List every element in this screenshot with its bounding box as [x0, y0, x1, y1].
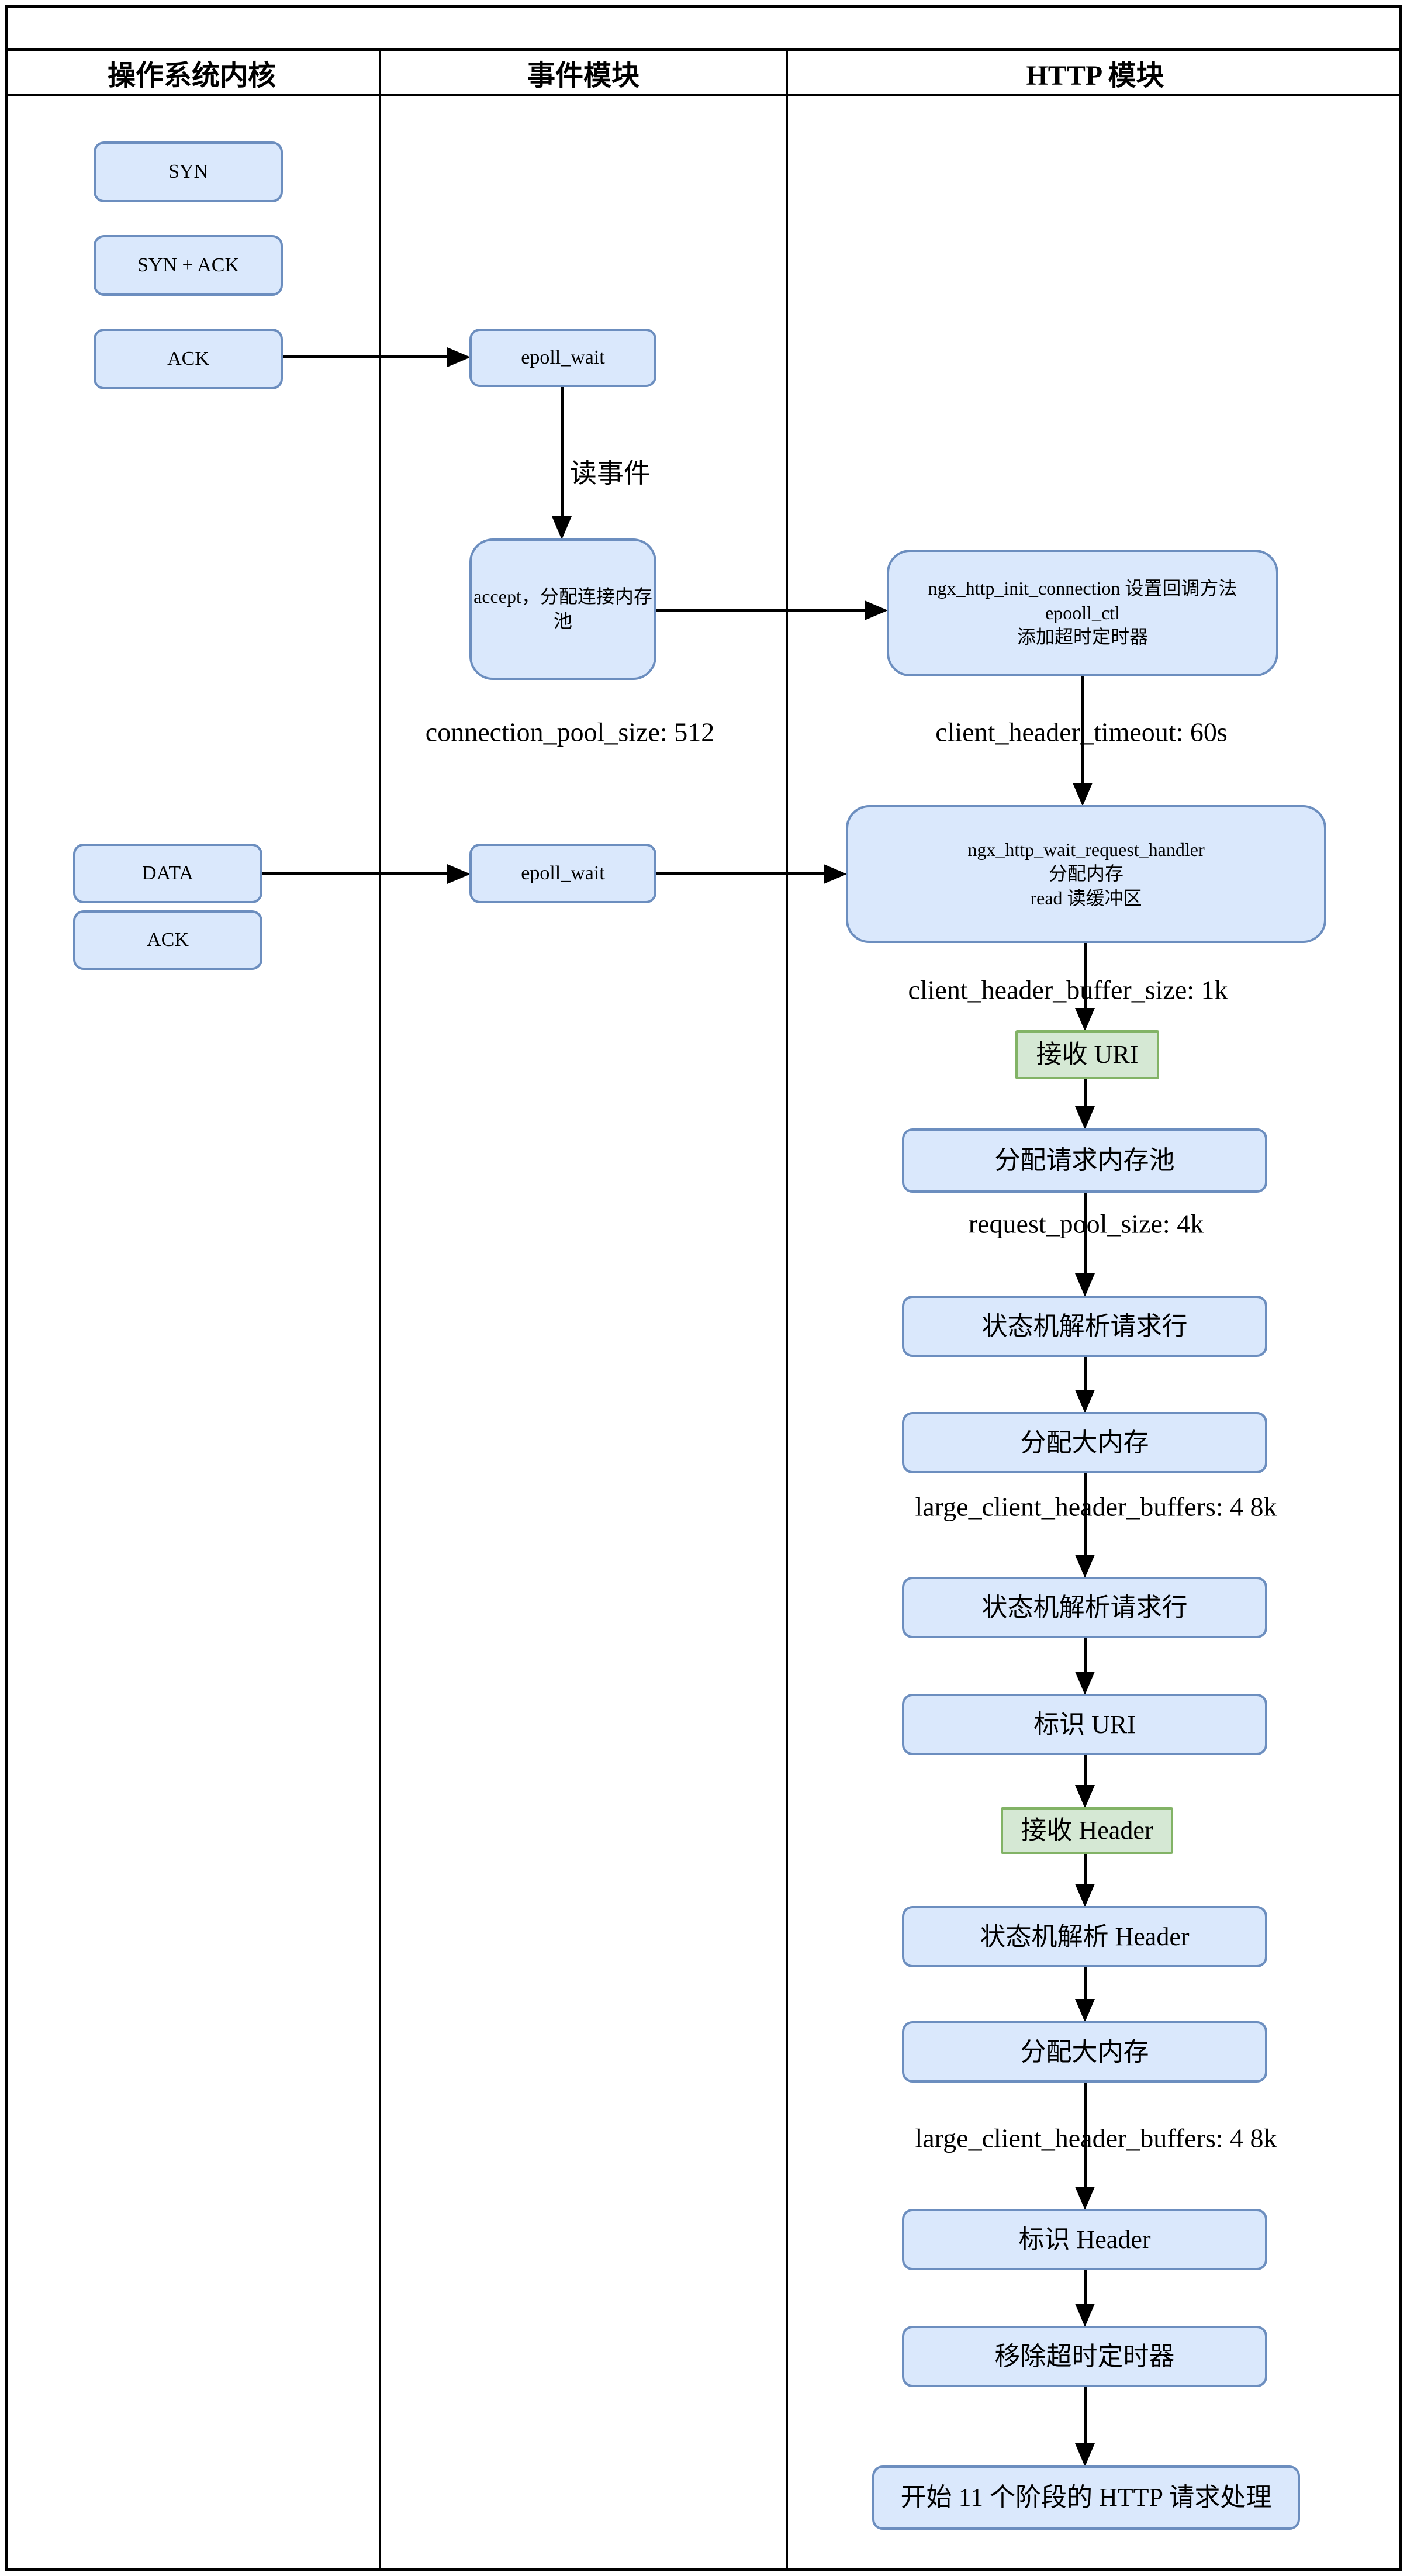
arrow-epollwait-to-accept-head [552, 516, 572, 540]
lane-title-divider [5, 94, 1402, 96]
arrow-parseline1-to-alloclarge1-line [1084, 1357, 1087, 1390]
node-data: DATA [73, 844, 262, 903]
node-ngx-http-init-connection: ngx_http_init_connection 设置回调方法 epooll_c… [887, 550, 1278, 676]
arrow-epollwait-to-accept-line [561, 387, 564, 516]
arrow-markuri-to-recvheader-line [1084, 1755, 1087, 1785]
pool-border [5, 5, 1402, 2571]
arrow-epollwait2-to-waithandler-line [656, 872, 824, 875]
arrow-allocpool-to-parseline1-head [1075, 1273, 1095, 1297]
arrow-waithandler-to-recvuri-line [1084, 943, 1087, 1008]
arrow-data-to-epollwait2-head [447, 864, 471, 884]
arrow-allocpool-to-parseline1-line [1084, 1193, 1087, 1273]
node-parse-header: 状态机解析 Header [902, 1906, 1267, 1967]
arrow-removetimer-to-startphases-line [1084, 2387, 1087, 2443]
annotation-large-client-header-buffers-1: large_client_header_buffers: 4 8k [915, 1491, 1277, 1522]
node-ack-2: ACK [73, 910, 262, 970]
arrow-parseline2-to-markuri-line [1084, 1638, 1087, 1672]
arrow-markuri-to-recvheader-head [1075, 1785, 1095, 1808]
node-ngx-init-line3: 添加超时定时器 [1017, 626, 1148, 648]
lane-divider-1 [379, 48, 381, 2571]
arrow-ack-to-epollwait-line [283, 355, 447, 358]
arrow-alloclarge1-to-parseline2-line [1084, 1473, 1087, 1555]
arrow-recvuri-to-allocpool-line [1084, 1079, 1087, 1106]
node-start-phases: 开始 11 个阶段的 HTTP 请求处理 [872, 2465, 1300, 2530]
node-syn: SYN [94, 141, 283, 202]
arrow-ngxinit-to-waithandler-line [1081, 676, 1084, 783]
arrow-alloclarge2-to-markheader-head [1075, 2187, 1095, 2210]
node-ngx-init-line1: ngx_http_init_connection 设置回调方法 [928, 578, 1237, 599]
lane-title-os-kernel: 操作系统内核 [107, 60, 276, 91]
arrow-markheader-to-removetimer-line [1084, 2270, 1087, 2304]
arrow-removetimer-to-startphases-head [1075, 2443, 1095, 2467]
arrow-ack-to-epollwait-head [447, 347, 471, 367]
node-accept-line2: 池 [553, 610, 572, 631]
arrow-parseline2-to-markuri-head [1075, 1672, 1095, 1695]
node-recv-header: 接收 Header [1001, 1807, 1173, 1854]
node-wait-handler-line2: 分配内存 [1048, 863, 1123, 885]
node-epoll-wait-1: epoll_wait [469, 329, 656, 387]
arrow-recvuri-to-allocpool-head [1075, 1106, 1095, 1130]
arrow-waithandler-to-recvuri-head [1075, 1008, 1095, 1031]
node-alloc-large-mem-2: 分配大内存 [902, 2021, 1267, 2083]
arrow-recvheader-to-parseheader-head [1075, 1884, 1095, 1907]
lane-title-event-module: 事件模块 [527, 60, 639, 91]
node-accept-line1: accept，分配连接内存 [473, 586, 652, 607]
node-ngx-http-wait-request-handler: ngx_http_wait_request_handler 分配内存 read … [846, 805, 1326, 943]
node-wait-handler-line3: read 读缓冲区 [1030, 887, 1142, 909]
node-syn-ack: SYN + ACK [94, 235, 283, 296]
annotation-request-pool-size: request_pool_size: 4k [968, 1208, 1204, 1239]
node-accept: accept，分配连接内存 池 [469, 538, 656, 680]
node-mark-uri: 标识 URI [902, 1694, 1267, 1755]
arrow-data-to-epollwait2-line [262, 872, 447, 875]
node-recv-uri: 接收 URI [1015, 1030, 1159, 1079]
pool-header-divider [5, 48, 1402, 51]
arrow-accept-to-ngxinit-line [656, 609, 865, 612]
annotation-client-header-timeout: client_header_timeout: 60s [935, 717, 1228, 747]
node-parse-request-line-1: 状态机解析请求行 [902, 1296, 1267, 1357]
lane-divider-2 [786, 48, 788, 2571]
annotation-connection-pool-size: connection_pool_size: 512 [425, 717, 715, 747]
arrow-parseline1-to-alloclarge1-head [1075, 1390, 1095, 1413]
arrow-parseheader-to-alloclarge2-head [1075, 1999, 1095, 2022]
annotation-large-client-header-buffers-2: large_client_header_buffers: 4 8k [915, 2123, 1277, 2153]
node-alloc-request-pool: 分配请求内存池 [902, 1128, 1267, 1193]
arrow-ngxinit-to-waithandler-head [1073, 783, 1093, 806]
arrow-epollwait2-to-waithandler-head [824, 864, 847, 884]
node-parse-request-line-2: 状态机解析请求行 [902, 1577, 1267, 1638]
node-alloc-large-mem-1: 分配大内存 [902, 1412, 1267, 1473]
annotation-read-event: 读事件 [570, 458, 651, 488]
annotation-client-header-buffer-size: client_header_buffer_size: 1k [908, 975, 1228, 1005]
node-mark-header: 标识 Header [902, 2209, 1267, 2270]
arrow-alloclarge2-to-markheader-line [1084, 2083, 1087, 2187]
node-wait-handler-line1: ngx_http_wait_request_handler [967, 838, 1205, 860]
arrow-markheader-to-removetimer-head [1075, 2304, 1095, 2327]
arrow-accept-to-ngxinit-head [865, 600, 888, 620]
lane-title-http-module: HTTP 模块 [1026, 60, 1164, 91]
arrow-parseheader-to-alloclarge2-line [1084, 1967, 1087, 1999]
arrow-alloclarge1-to-parseline2-head [1075, 1555, 1095, 1578]
node-remove-timer: 移除超时定时器 [902, 2326, 1267, 2387]
node-epoll-wait-2: epoll_wait [469, 844, 656, 903]
node-ngx-init-line2: epooll_ctl [1045, 602, 1120, 623]
arrow-recvheader-to-parseheader-line [1084, 1854, 1087, 1884]
node-ack: ACK [94, 329, 283, 389]
